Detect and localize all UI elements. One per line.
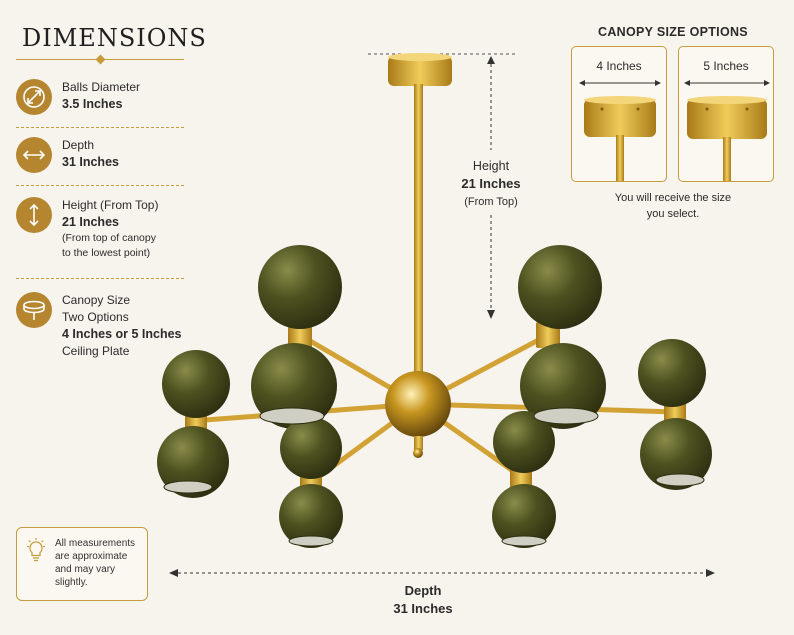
lightbulb-icon (26, 538, 46, 562)
spec-height: Height (From Top) 21 Inches (From top of… (16, 197, 184, 269)
height-callout-value: 21 Inches (461, 176, 521, 191)
spec-canopy-size: Canopy Size Two Options 4 Inches or 5 In… (16, 292, 184, 366)
height-callout-note: (From Top) (464, 196, 518, 208)
canopy-note-line: you select. (646, 208, 700, 220)
height-arrows-icon (16, 197, 52, 233)
spec-value: 4 Inches or 5 Inches (62, 327, 182, 341)
depth-callout: Depth 31 Inches (380, 582, 466, 618)
canopy-option-4-inches: 4 Inches (571, 46, 667, 182)
depth-callout-value: 31 Inches (393, 601, 453, 616)
spec-line: Ceiling Plate (62, 344, 130, 358)
spec-note: to the lowest point) (62, 247, 151, 259)
spec-value: 31 Inches (62, 155, 119, 169)
canopy-4-inch-diagram (579, 80, 661, 181)
canopy-icon (16, 292, 52, 328)
spec-label: Balls Diameter (62, 80, 141, 94)
disclaimer-box: All measurements are approximate and may… (16, 527, 148, 601)
divider (16, 185, 184, 186)
diameter-icon (16, 79, 52, 115)
canopy-5-inch-diagram (684, 80, 770, 181)
spec-value: 3.5 Inches (62, 97, 123, 111)
spec-label: Depth (62, 138, 95, 152)
height-dimension-line (368, 53, 515, 319)
spec-line: Two Options (62, 310, 129, 324)
spec-note: (From top of canopy (62, 232, 156, 244)
canopy-options-note: You will receive the size you select. (598, 190, 748, 222)
spec-value: 21 Inches (62, 215, 119, 229)
disclaimer-text: slightly. (55, 577, 88, 588)
ceiling-canopy (388, 53, 452, 382)
disclaimer-text: and may vary (55, 564, 116, 575)
canopy-option-label: 5 Inches (703, 59, 749, 73)
canopy-options-title: CANOPY SIZE OPTIONS (598, 25, 748, 39)
spec-balls-diameter: Balls Diameter 3.5 Inches (16, 79, 184, 119)
height-callout: Height 21 Inches (From Top) (456, 157, 526, 211)
canopy-note-line: You will receive the size (614, 192, 732, 204)
globe-openings (163, 407, 705, 547)
canopy-option-label: 4 Inches (596, 59, 642, 73)
depth-callout-label: Depth (404, 583, 442, 598)
olive-globes (157, 245, 712, 548)
depth-arrows-icon (16, 137, 52, 173)
spec-depth: Depth 31 Inches (16, 137, 184, 177)
divider (16, 127, 184, 128)
central-hub (385, 371, 451, 458)
spec-label: Height (From Top) (62, 198, 159, 212)
disclaimer-text: All measurements (55, 538, 136, 549)
divider (16, 278, 184, 279)
spec-label: Canopy Size (62, 293, 131, 307)
height-callout-label: Height (472, 159, 510, 173)
depth-dimension-line (169, 569, 715, 577)
disclaimer-text: are approximate (55, 551, 128, 562)
canopy-option-5-inches: 5 Inches (678, 46, 774, 182)
page-title: DIMENSIONS (22, 24, 207, 52)
